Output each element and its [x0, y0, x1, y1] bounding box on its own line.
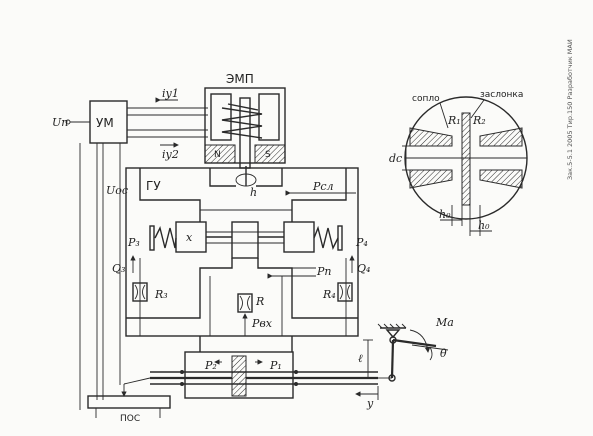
gu-label: ГУ: [146, 179, 161, 193]
supply-pressure-label: Pп: [316, 265, 332, 278]
throttle-r: R Pвх: [237, 293, 273, 336]
input-voltage: Uп: [52, 116, 90, 129]
feedback-voltage-label: Uос: [106, 184, 128, 197]
current-i1-label: iу1: [162, 87, 179, 100]
spool-x-label: x: [186, 231, 193, 244]
control-current-lines: iу1 iу2: [127, 87, 208, 161]
spool-valve: x: [149, 221, 343, 259]
chamber-pressures: P₃ P₄ Q₃ Q₄: [112, 236, 370, 275]
gap-h-label: h: [250, 186, 257, 199]
pressure-p2-label: P₂: [204, 359, 217, 372]
internal-channels: [126, 258, 358, 336]
electromechanical-converter: ЭМП N S: [204, 72, 286, 169]
lever-length-label: ℓ: [358, 352, 363, 365]
supply-pressure: Pп: [267, 265, 332, 279]
pressure-p3-label: P₃: [127, 236, 140, 249]
inlet-pressure-label: Pвх: [251, 317, 273, 330]
print-margin-note: Зак.5-5.1 2005 Тир.150 Разработчик МАИ: [566, 39, 574, 180]
nozzle-label: сопло: [412, 94, 440, 104]
nozzle-flapper-detail: сопло заслонка R₁ R₂ dc h₀ h₀: [389, 90, 528, 236]
north-pole-label: N: [214, 150, 221, 160]
throttle-r4-label: R₄: [322, 288, 336, 301]
displacement-y-label: y: [366, 397, 374, 410]
output-lever: Mа θ ℓ y: [355, 316, 454, 410]
feedback-line: Uос: [79, 143, 128, 410]
throttle-r3: R₃: [132, 282, 168, 302]
throttle-r4: R₄: [322, 282, 353, 302]
south-pole-label: S: [265, 150, 271, 160]
radius-r2-label: R₂: [472, 114, 486, 127]
pressure-p4-label: P₄: [355, 236, 368, 249]
flapper-label: заслонка: [480, 90, 523, 100]
emp-label: ЭМП: [226, 72, 254, 86]
throttle-r3-label: R₃: [154, 288, 168, 301]
amplifier-label: УМ: [96, 116, 114, 130]
hydraulic-amplifier-body: ГУ h Pсл: [125, 166, 359, 337]
gap-h0-right-label: h₀: [478, 219, 490, 232]
flow-q4-label: Q₄: [357, 262, 370, 275]
actuator-cylinder: P₂ P₁: [150, 336, 378, 399]
nozzle-diameter-label: dc: [389, 152, 402, 165]
flow-q3-label: Q₃: [112, 262, 125, 275]
load-moment-label: Mа: [435, 316, 454, 329]
throttle-r-label: R: [255, 295, 264, 308]
input-voltage-label: Uп: [52, 116, 68, 129]
pressure-p1-label: P₁: [269, 359, 282, 372]
radius-r1-label: R₁: [447, 114, 461, 127]
gap-h0-left-label: h₀: [439, 208, 451, 221]
drain-pressure-label: Pсл: [312, 180, 334, 193]
amplifier-block: УМ: [89, 100, 128, 144]
current-i2-label: iу2: [162, 148, 179, 161]
feedback-potentiometer: ПОС: [87, 377, 171, 424]
pos-label: ПОС: [120, 414, 140, 424]
angle-theta-label: θ: [440, 347, 447, 360]
